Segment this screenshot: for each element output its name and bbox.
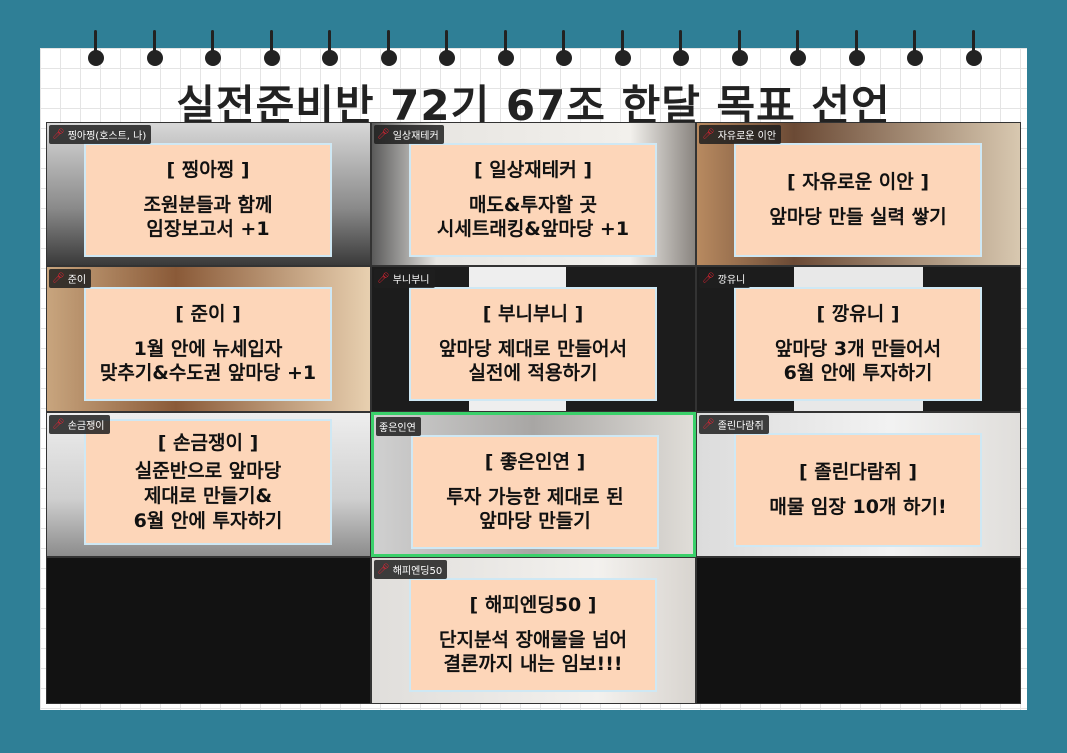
binder-ring-icon bbox=[263, 30, 280, 68]
goal-text: 6월 안에 투자하기 bbox=[783, 362, 933, 385]
participant-name-label: 🎤︎찡아찡(호스트, 나) bbox=[49, 125, 152, 144]
binder-ring-icon bbox=[439, 30, 455, 68]
participant-tile: 🎤︎졸린다람쥐 [ 졸린다람쥐 ] 매물 임장 10개 하기! bbox=[696, 412, 1021, 557]
goal-card-name: [ 졸린다람쥐 ] bbox=[799, 461, 917, 484]
goal-card-name: [ 일상재테커 ] bbox=[474, 158, 592, 181]
goal-text: 앞마당 제대로 만들어서 bbox=[438, 337, 628, 360]
mic-muted-icon: 🎤︎ bbox=[702, 273, 715, 284]
binder-ring-icon bbox=[965, 30, 982, 68]
goal-card: [ 자유로운 이안 ] 앞마당 만들 실력 쌓기 bbox=[734, 143, 982, 257]
goal-text: 앞마당 만들 실력 쌓기 bbox=[769, 206, 947, 228]
goal-text: 실준반으로 앞마당 bbox=[134, 460, 282, 483]
goal-text: 조원분들과 함께 bbox=[143, 193, 273, 216]
participant-name-label: 🎤︎깡유니 bbox=[699, 269, 751, 288]
mic-muted-icon: 🎤︎ bbox=[52, 129, 65, 140]
mic-muted-icon: 🎤︎ bbox=[52, 419, 65, 430]
participant-tile: 🎤︎자유로운 이안 [ 자유로운 이안 ] 앞마당 만들 실력 쌓기 bbox=[696, 122, 1021, 266]
participant-name: 손금쟁이 bbox=[67, 421, 105, 432]
participant-name-label: 🎤︎부니부니 bbox=[374, 269, 435, 288]
binder-ring-icon bbox=[907, 30, 923, 68]
binder-ring-icon bbox=[731, 30, 748, 68]
participant-name-label: 🎤︎준이 bbox=[49, 269, 92, 288]
participant-name: 찡아찡(호스트, 나) bbox=[67, 131, 147, 142]
goal-card-name: [ 해피엔딩50 ] bbox=[469, 593, 597, 616]
participant-name: 부니부니 bbox=[392, 275, 430, 286]
binder-ring-icon bbox=[614, 30, 631, 68]
goal-text: 임장보고서 +1 bbox=[146, 218, 270, 241]
goal-text: 1월 안에 뉴세입자 bbox=[133, 337, 283, 360]
binder-ring-icon bbox=[205, 30, 221, 68]
goal-text: 매물 임장 10개 하기! bbox=[769, 496, 947, 518]
binder-ring-icon bbox=[380, 30, 397, 68]
participant-name: 준이 bbox=[67, 275, 87, 286]
goal-card: [ 졸린다람쥐 ] 매물 임장 10개 하기! bbox=[734, 433, 982, 547]
mic-muted-icon: 🎤︎ bbox=[377, 564, 390, 575]
participant-name-label: 🎤︎손금쟁이 bbox=[49, 415, 110, 434]
binder-ring-icon bbox=[146, 30, 163, 68]
participant-name: 해피엔딩50 bbox=[392, 566, 443, 577]
goal-card-name: [ 좋은인연 ] bbox=[484, 450, 586, 473]
goal-text: 앞마당 만들기 bbox=[479, 510, 591, 533]
binder-ring-icon bbox=[556, 30, 572, 68]
empty-tile bbox=[696, 557, 1021, 704]
participant-name-label: 🎤︎졸린다람쥐 bbox=[699, 415, 769, 434]
goal-card-name: [ 찡아찡 ] bbox=[166, 158, 250, 181]
goal-card-name: [ 자유로운 이안 ] bbox=[786, 171, 930, 194]
participant-name-label: 🎤︎일상재테커 bbox=[374, 125, 444, 144]
participant-name-label: 🎤︎자유로운 이안 bbox=[699, 125, 782, 144]
binder-ring-icon bbox=[790, 30, 806, 68]
binder-ring-icon bbox=[497, 30, 514, 68]
mic-muted-icon: 🎤︎ bbox=[702, 129, 715, 140]
binder-ring-icon bbox=[322, 30, 338, 68]
binder-ring-icon bbox=[88, 30, 104, 68]
goal-text: 매도&투자할 곳 bbox=[468, 193, 598, 216]
participant-name: 자유로운 이안 bbox=[717, 131, 777, 142]
mic-muted-icon: 🎤︎ bbox=[377, 129, 390, 140]
goal-text: 맞추기&수도권 앞마당 +1 bbox=[99, 362, 317, 385]
participant-name: 좋은인연 bbox=[379, 423, 416, 434]
goal-text: 앞마당 3개 만들어서 bbox=[774, 337, 942, 360]
goal-card-name: [ 준이 ] bbox=[175, 302, 241, 325]
goal-text: 6월 안에 투자하기 bbox=[133, 509, 283, 532]
page-title: 실전준비반 72기 67조 한달 목표 선언 bbox=[176, 81, 891, 130]
goal-card-name: [ 깡유니 ] bbox=[816, 302, 900, 325]
participant-name: 일상재테커 bbox=[392, 131, 439, 142]
goal-text: 실전에 적용하기 bbox=[468, 362, 598, 385]
mic-muted-icon: 🎤︎ bbox=[52, 273, 65, 284]
goal-card-name: [ 부니부니 ] bbox=[482, 302, 584, 325]
empty-tile bbox=[46, 557, 371, 704]
mic-muted-icon: 🎤︎ bbox=[702, 419, 715, 430]
participant-name: 졸린다람쥐 bbox=[717, 421, 764, 432]
goal-text: 제대로 만들기& bbox=[143, 485, 273, 507]
participant-name-label: 🎤︎해피엔딩50 bbox=[374, 560, 448, 579]
goal-text: 시세트래킹&앞마당 +1 bbox=[436, 218, 630, 241]
goal-text: 투자 가능한 제대로 된 bbox=[446, 485, 624, 508]
goal-text: 단지분석 장애물을 넘어 bbox=[438, 628, 628, 651]
participant-name: 깡유니 bbox=[717, 275, 746, 286]
binder-ring-icon bbox=[673, 30, 689, 68]
participant-name-label: 좋은인연 bbox=[376, 417, 421, 436]
binder-ring-icon bbox=[848, 30, 865, 68]
mic-muted-icon: 🎤︎ bbox=[377, 273, 390, 284]
goal-text: 결론까지 내는 임보!!! bbox=[443, 653, 623, 676]
goal-card-name: [ 손금쟁이 ] bbox=[157, 431, 259, 454]
